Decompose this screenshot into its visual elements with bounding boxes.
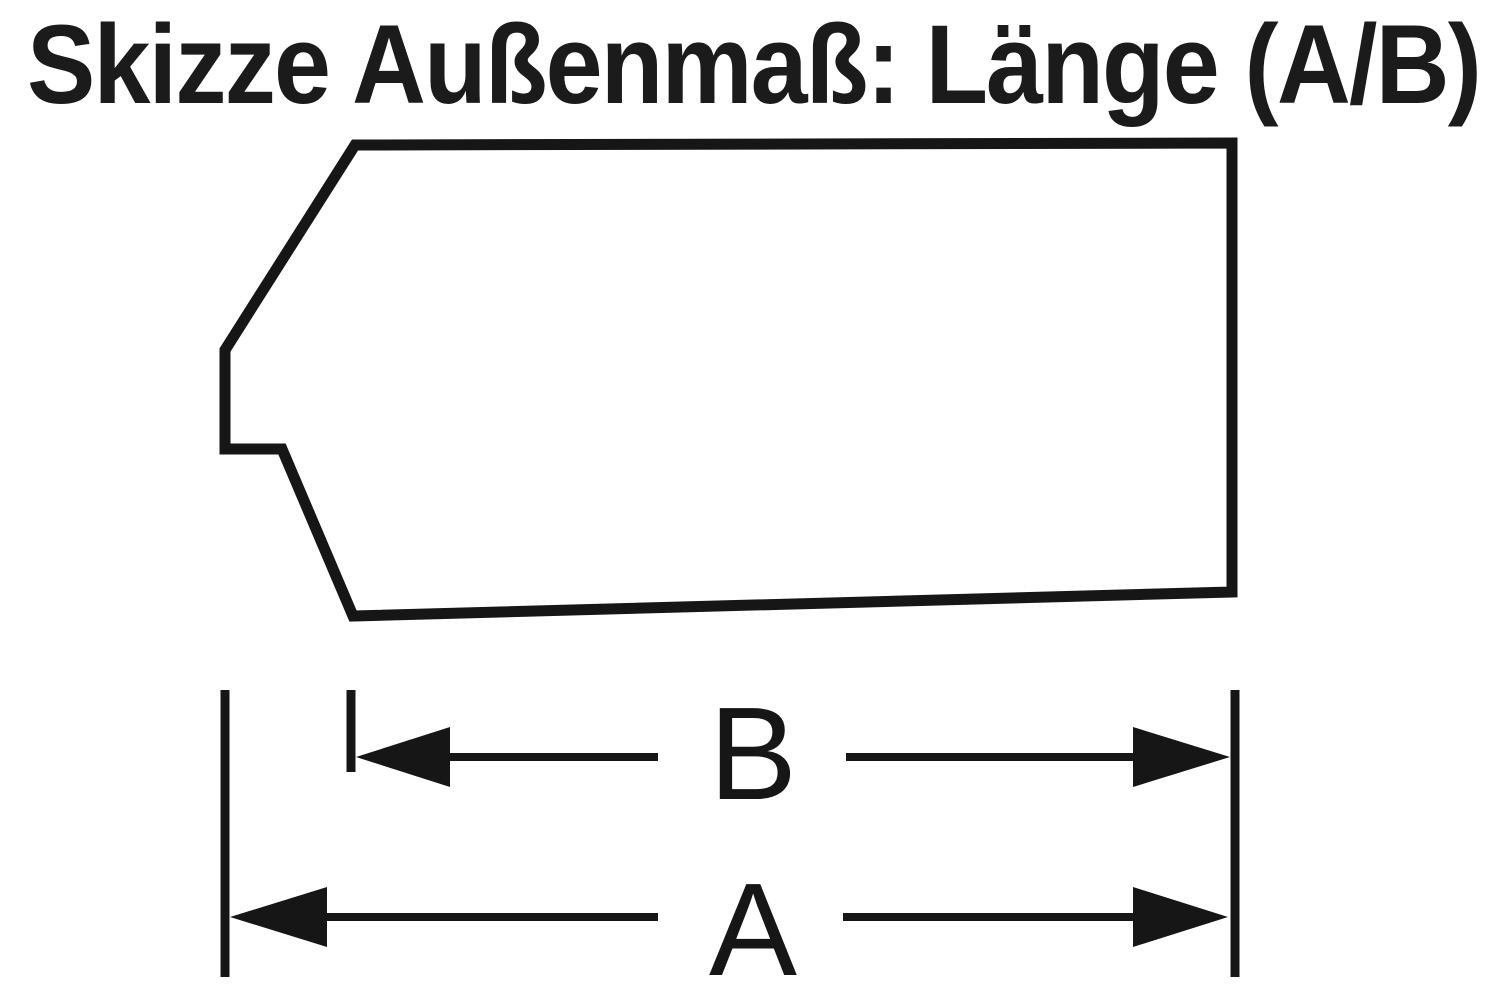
dimension-b-right-arrowhead-icon <box>1133 727 1230 787</box>
dimension-b: B <box>346 680 1230 827</box>
dimension-b-left-arrowhead-icon <box>356 727 450 787</box>
bin-side-profile-shape <box>219 137 1238 622</box>
bin-outline-drawing <box>219 137 1238 622</box>
page-title: Skizze Außenmaß: Länge (A/B) <box>27 2 1480 127</box>
dimension-a-left-arrowhead-icon <box>230 887 327 947</box>
dimension-b-label: B <box>709 680 797 827</box>
dimension-a-right-arrowhead-icon <box>1133 887 1228 947</box>
dimension-a-label: A <box>709 856 797 1000</box>
dimension-a: A <box>230 856 1228 1000</box>
